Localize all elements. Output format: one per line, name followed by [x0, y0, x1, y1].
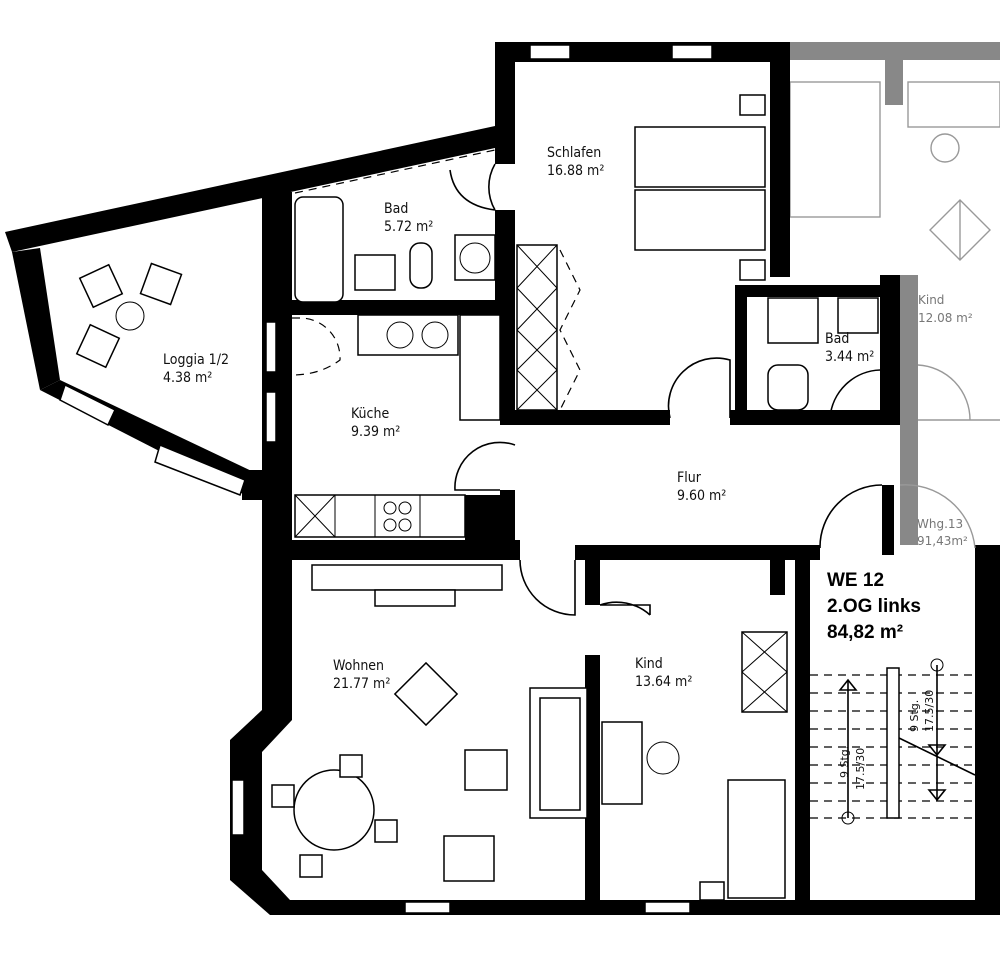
stair-steps-right: 9 Stg. — [908, 700, 921, 732]
windows — [59, 44, 713, 914]
room-name-flur: Flur — [677, 470, 702, 486]
room-area-schlafen: 16.88 m² — [547, 163, 604, 179]
walls — [5, 42, 1000, 915]
room-labels: Schlafen 16.88 m² Bad 5.72 m² Loggia 1/2… — [163, 145, 973, 692]
unit-info: WE 12 2.OG links 84,82 m² — [827, 570, 921, 643]
room-area-kind: 13.64 m² — [635, 674, 692, 690]
room-area-bad: 5.72 m² — [384, 219, 433, 235]
room-name-kueche: Küche — [351, 406, 389, 422]
doors — [291, 163, 976, 616]
room-name-bad-small: Bad — [825, 331, 849, 347]
room-name-bad: Bad — [384, 201, 408, 217]
unit-area: 84,82 m² — [827, 622, 903, 643]
room-area-bad-small: 3.44 m² — [825, 349, 874, 365]
room-area-loggia: 4.38 m² — [163, 370, 212, 386]
room-area-kueche: 9.39 m² — [351, 424, 400, 440]
unit-floor: 2.OG links — [827, 596, 921, 617]
room-name-loggia: Loggia 1/2 — [163, 352, 229, 368]
furniture — [75, 94, 879, 901]
stair-steps-left: 9 Stg. — [838, 746, 851, 778]
room-area-wohnen: 21.77 m² — [333, 676, 390, 692]
room-name-wohnen: Wohnen — [333, 658, 384, 674]
staircase: 9 Stg. 17.5/30 9 Stg. 17.5/30 — [810, 658, 976, 825]
stair-ratio-left: 17.5/30 — [854, 748, 867, 790]
room-area-flur: 9.60 m² — [677, 488, 726, 504]
neighbor-room-area: 12.08 m² — [918, 311, 973, 325]
neighbor-apartment — [789, 42, 1000, 545]
neighbor-room-name: Kind — [918, 293, 944, 307]
unit-title: WE 12 — [827, 570, 884, 591]
neighbor-unit-name: Whg.13 — [917, 517, 963, 531]
stair-ratio-right: 17.5/30 — [923, 690, 936, 732]
room-name-kind: Kind — [635, 656, 663, 672]
room-name-schlafen: Schlafen — [547, 145, 601, 161]
neighbor-unit-area: 91,43m² — [917, 534, 968, 548]
